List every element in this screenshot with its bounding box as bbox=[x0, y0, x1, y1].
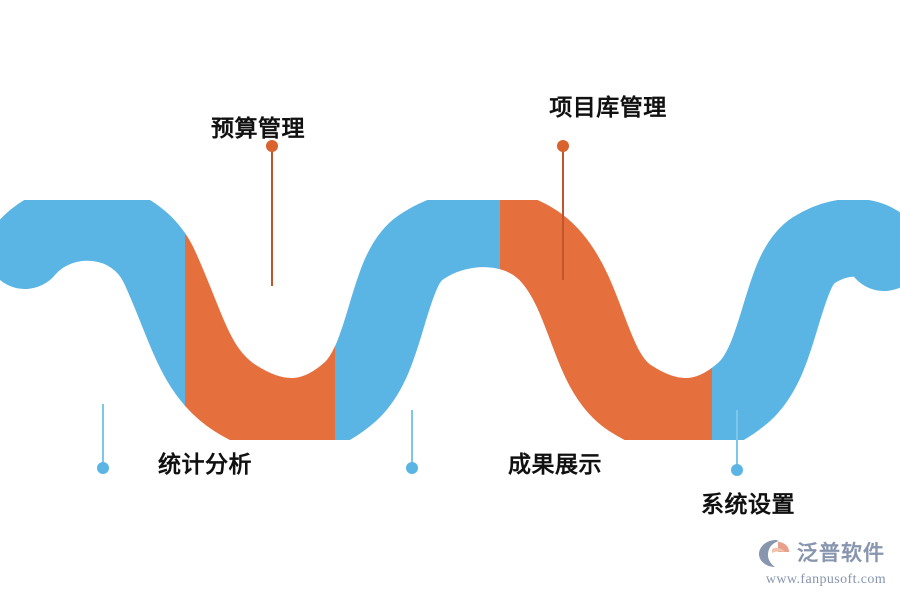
watermark: 泛普软件 www.fanpusoft.com bbox=[758, 538, 894, 594]
connector-statistical-analysis bbox=[97, 404, 109, 474]
ribbon-segment-blue-2 bbox=[335, 200, 500, 440]
node-label-results-display[interactable]: 成果展示 bbox=[508, 451, 602, 477]
watermark-url-text: www.fanpusoft.com bbox=[765, 572, 887, 587]
connector-system-settings bbox=[731, 410, 743, 476]
watermark-brand-row: 泛普软件 bbox=[758, 538, 894, 568]
connector-dot bbox=[97, 462, 109, 474]
connector-dot bbox=[731, 464, 743, 476]
ribbon-segment-blue-3 bbox=[712, 200, 900, 440]
node-label-system-settings[interactable]: 系统设置 bbox=[701, 491, 795, 517]
fanpu-logo-icon bbox=[759, 540, 789, 567]
node-label-statistical-analysis[interactable]: 统计分析 bbox=[158, 451, 252, 477]
node-label-project-library-management[interactable]: 项目库管理 bbox=[549, 94, 667, 120]
node-label-budget-management[interactable]: 预算管理 bbox=[211, 115, 305, 141]
connector-project-library-management bbox=[557, 140, 569, 280]
connector-dot bbox=[406, 462, 418, 474]
ribbon-segment-orange-1 bbox=[185, 238, 335, 440]
connector-budget-management bbox=[266, 140, 278, 286]
connector-dot bbox=[557, 140, 569, 152]
connector-dot bbox=[266, 140, 278, 152]
watermark-brand-text: 泛普软件 bbox=[797, 541, 885, 565]
connector-results-display bbox=[406, 410, 418, 474]
